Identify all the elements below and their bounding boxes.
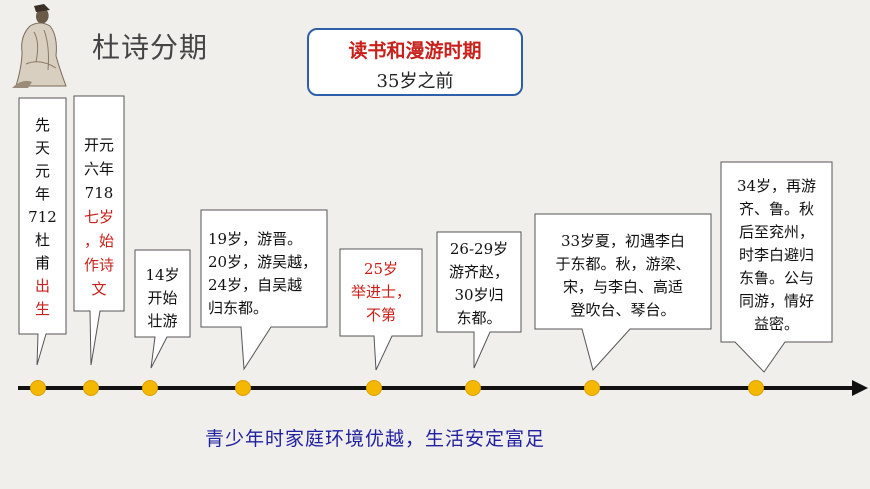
callout-frame-8 xyxy=(720,161,833,373)
event-line: 24岁，自吴越 xyxy=(208,276,303,294)
event-line: 年 xyxy=(34,185,50,203)
timeline-dot-5 xyxy=(366,380,382,396)
event-line: 出 xyxy=(34,277,50,295)
timeline-dot-7 xyxy=(584,380,600,396)
event-line: 19岁，游晋。 xyxy=(208,230,303,248)
event-line: 于东都。秋，游梁、 xyxy=(555,255,691,273)
event-line: 登吹台、琴台。 xyxy=(570,301,676,319)
event-text-6: 26-29岁游齐赵， 30岁归东都。 xyxy=(437,238,521,330)
event-line: 东都。 xyxy=(456,309,502,327)
event-line: 天 xyxy=(34,139,50,157)
event-line: 14岁 xyxy=(145,266,180,284)
event-line: 六年 xyxy=(83,160,114,178)
event-line: 壮游 xyxy=(147,312,178,330)
event-line: 七岁 xyxy=(83,208,114,226)
event-text-1: 先天元年 712 杜甫出生 xyxy=(19,114,66,321)
period-range: 35岁之前 xyxy=(376,71,454,92)
timeline-axis xyxy=(18,380,868,396)
event-line: 益密。 xyxy=(753,315,799,333)
event-text-8: 34岁，再游齐、鲁。秋后至兖州， 时李白避归东鲁。公与同游，情好益密。 xyxy=(721,175,832,336)
event-text-5: 25岁举进士， 不第 xyxy=(340,258,422,327)
event-line: 25岁 xyxy=(363,260,399,278)
timeline-dot-1 xyxy=(30,380,46,396)
event-line: 20岁，游吴越， xyxy=(208,253,318,271)
event-line: 文 xyxy=(91,280,107,298)
event-text-7: 33岁夏，初遇李白于东都。秋，游梁、宋，与李白、高适登吹台、琴台。 xyxy=(535,230,711,322)
event-line: 作诗 xyxy=(83,256,114,274)
event-line: 东鲁。公与 xyxy=(738,269,814,287)
event-text-2: 开元六年 718 七岁 ，始作诗文 xyxy=(74,133,124,301)
callout-frame-4 xyxy=(200,209,328,371)
event-line: 同游，情好 xyxy=(738,292,814,310)
event-line: 30岁归 xyxy=(454,286,504,304)
event-line: 后至兖州， xyxy=(738,223,814,241)
timeline-dot-6 xyxy=(465,380,481,396)
callout-frame-7 xyxy=(534,213,712,372)
callout-frame-2 xyxy=(73,95,125,366)
portrait-image xyxy=(8,4,70,88)
event-line: 开元 xyxy=(83,136,114,154)
period-box: 读书和漫游时期 35岁之前 xyxy=(307,28,523,96)
event-line: 34岁，再游 xyxy=(736,177,817,195)
timeline-dot-4 xyxy=(235,380,251,396)
event-line: 33岁夏，初遇李白 xyxy=(560,232,686,250)
event-line: 时李白避归 xyxy=(738,246,814,264)
callout-frame-6 xyxy=(436,231,522,369)
timeline-dot-3 xyxy=(142,380,158,396)
page-title: 杜诗分期 xyxy=(92,31,209,64)
event-line: 不第 xyxy=(365,306,396,324)
event-line: 游齐赵， xyxy=(448,263,509,281)
event-line: 开始 xyxy=(147,289,178,307)
event-line: 26-29岁 xyxy=(449,240,509,258)
event-line: 举进士， xyxy=(350,283,411,301)
event-line: 杜 xyxy=(34,231,50,249)
event-line: 712 xyxy=(28,208,57,226)
event-line: 先 xyxy=(34,116,50,134)
event-line: ，始 xyxy=(83,232,114,250)
event-line: 718 xyxy=(84,184,114,202)
summary-text: 青少年时家庭环境优越，生活安定富足 xyxy=(205,428,546,450)
callout-frame-1 xyxy=(18,97,67,366)
timeline-dot-2 xyxy=(83,380,99,396)
event-line: 生 xyxy=(34,300,50,318)
event-text-3: 14岁开始壮游 xyxy=(135,264,190,333)
event-line: 甫 xyxy=(34,254,50,272)
period-name: 读书和漫游时期 xyxy=(348,40,482,62)
event-line: 宋，与李白、高适 xyxy=(562,278,683,296)
event-text-4: 19岁，游晋。 20岁，游吴越， 24岁，自吴越归东都。 xyxy=(201,228,327,320)
timeline-dot-8 xyxy=(748,380,764,396)
timeline-dots xyxy=(30,380,764,396)
callout-frame-3 xyxy=(134,249,191,369)
callout-frame-5 xyxy=(339,248,423,371)
event-line: 归东都。 xyxy=(208,299,269,317)
event-line: 元 xyxy=(34,162,50,180)
event-line: 齐、鲁。秋 xyxy=(738,200,814,218)
